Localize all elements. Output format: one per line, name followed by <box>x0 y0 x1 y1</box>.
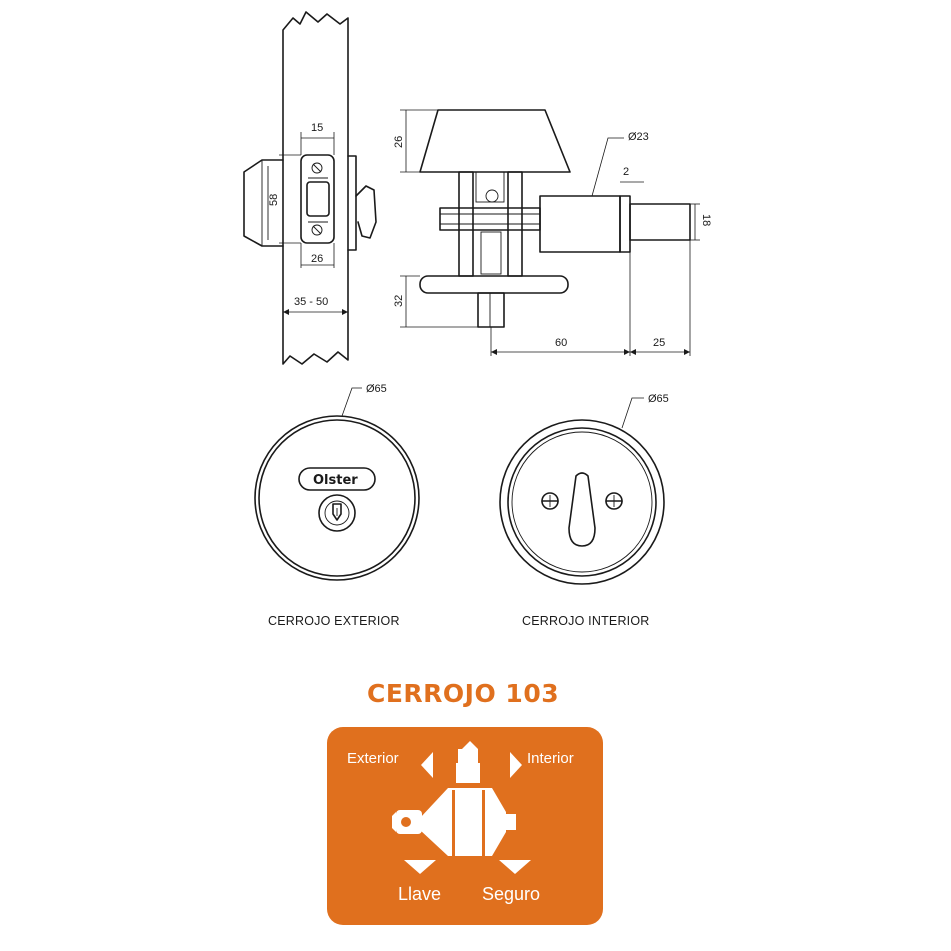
interior-front-view: Ø65 CERROJO INTERIOR <box>499 393 669 628</box>
interior-diameter-label: Ø65 <box>648 393 669 405</box>
exterior-front-view: Ø65 Olster CERROJO EXTERIOR <box>254 383 420 628</box>
legend-key-label: Llave <box>398 884 441 904</box>
legend-badge: Exterior Interior Llave Seguro <box>327 727 603 925</box>
exterior-diameter-label: Ø65 <box>366 383 387 395</box>
spindle-gap-label: 2 <box>623 166 629 178</box>
strike-width-label: 15 <box>311 122 323 134</box>
legend-interior-label: Interior <box>527 750 574 767</box>
strike-hole-label: 26 <box>311 253 323 265</box>
brand-mark: Olster <box>313 473 358 488</box>
interior-caption: CERROJO INTERIOR <box>522 614 650 628</box>
arrow-right-icon <box>510 752 522 778</box>
knob-height-label: 26 <box>393 136 405 148</box>
lock-body-icon <box>420 741 516 856</box>
strike-height-label: 58 <box>268 194 280 206</box>
cylinder-diameter-label: Ø23 <box>628 131 649 143</box>
door-thickness-label: 35 - 50 <box>294 296 328 308</box>
rose-height-label: 32 <box>393 295 405 307</box>
product-title: CERROJO 103 <box>367 679 559 708</box>
backset-label: 60 <box>555 337 567 349</box>
arrow-left-icon <box>421 752 433 778</box>
spindle-diameter-label: 18 <box>700 214 712 226</box>
legend-lock-label: Seguro <box>482 884 540 904</box>
lock-profile-view: 26 32 Ø23 2 18 60 25 <box>393 109 712 356</box>
key-icon <box>392 810 422 834</box>
legend-exterior-label: Exterior <box>347 750 399 767</box>
spindle-length-label: 25 <box>653 337 665 349</box>
arrow-down-icon <box>499 860 531 874</box>
exterior-caption: CERROJO EXTERIOR <box>268 614 400 628</box>
arrow-down-icon <box>404 860 436 874</box>
door-side-view: 15 58 26 35 - 50 <box>243 11 377 365</box>
